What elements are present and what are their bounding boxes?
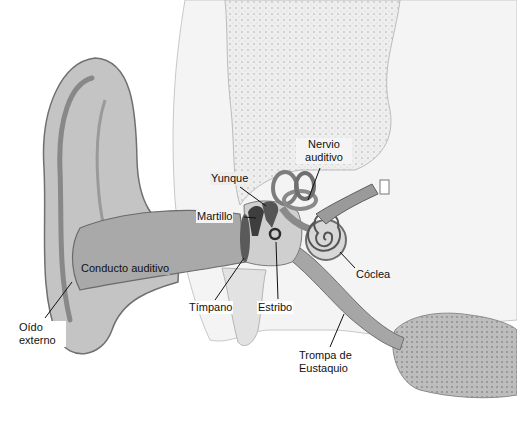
malleus: [248, 206, 264, 236]
leader-line: [244, 217, 256, 218]
stapes: [270, 229, 280, 239]
nerve-cut: [380, 180, 389, 194]
leader-line: [340, 252, 355, 268]
part-label: Estribo: [257, 301, 293, 314]
nasopharynx: [393, 313, 517, 398]
leader-line: [308, 168, 320, 200]
part-label: Conducto auditivo: [80, 262, 170, 275]
leader-line: [330, 314, 344, 347]
leader-line: [240, 187, 266, 206]
part-label: Oído externo: [18, 321, 66, 347]
part-label: Tímpano: [188, 301, 233, 314]
part-label: Cóclea: [355, 268, 391, 281]
vestibule: [282, 208, 312, 230]
part-label: Trompa de Eustaquio: [298, 349, 370, 375]
leader-line: [215, 258, 244, 300]
part-label: Nervio auditivo: [296, 138, 352, 164]
ear-canal: [73, 210, 247, 290]
temporal-bone: [225, 0, 400, 205]
eardrum: [240, 214, 250, 262]
auditory-nerve: [316, 184, 378, 224]
middle-ear: [244, 201, 302, 266]
part-label: Martillo: [196, 210, 233, 223]
eustachian-tube: [288, 248, 404, 350]
leader-line: [45, 282, 72, 318]
auricle: [44, 58, 180, 354]
leader-line: [276, 242, 278, 299]
part-label: Yunque: [210, 172, 249, 185]
semicircular-canal: [296, 173, 314, 199]
